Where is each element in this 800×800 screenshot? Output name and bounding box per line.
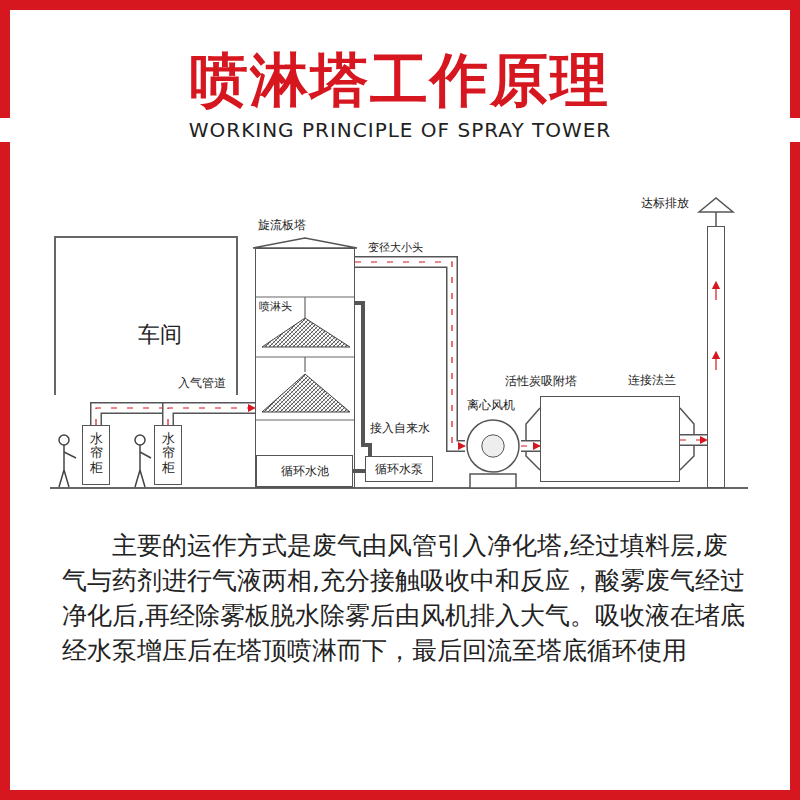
packing-layer xyxy=(262,374,350,412)
cabinet-box: 水帘柜 xyxy=(154,425,182,485)
connector-outline xyxy=(355,303,370,456)
connector-inner xyxy=(355,262,465,446)
node-heading: 离心风机 xyxy=(467,397,515,414)
node-label: 水帘柜 xyxy=(90,432,103,475)
fan-hub xyxy=(482,435,504,457)
air-duct xyxy=(680,440,707,441)
connector-outline xyxy=(355,262,465,446)
air-duct xyxy=(96,408,255,425)
fan-symbol xyxy=(465,418,521,474)
pump-box: 循环水泵 xyxy=(365,456,433,482)
flow-arrow xyxy=(168,408,255,425)
cabinet-box: 水帘柜 xyxy=(82,425,110,485)
chimney-cap xyxy=(699,198,733,212)
air-duct xyxy=(521,446,540,447)
node-heading: 旋流板塔 xyxy=(258,217,306,234)
adsorber-cone xyxy=(526,408,540,470)
connector-outline xyxy=(96,408,255,425)
tower-roof xyxy=(253,238,357,248)
node-label: 水帘柜 xyxy=(162,432,175,475)
chimney-stack: 达标排放 xyxy=(707,226,725,488)
caption: 主要的运作方式是废气由风管引入净化塔,经过填料层,废气与药剂进行气液两相,充分接… xyxy=(62,528,752,668)
flow-arrow xyxy=(96,408,255,425)
flow-arrow xyxy=(715,285,716,370)
node-heading: 达标排放 xyxy=(641,195,689,212)
water-pipe xyxy=(355,303,370,456)
chimney-stem xyxy=(715,212,717,226)
part-label: 变径大小头 xyxy=(368,240,423,255)
pool-box: 循环水池 xyxy=(256,455,353,487)
flow-arrow xyxy=(521,445,540,446)
node-heading: 活性炭吸附塔 xyxy=(505,373,577,390)
connector-outline xyxy=(168,408,255,425)
connector-inner xyxy=(680,436,707,445)
ground-line xyxy=(50,487,748,489)
workshop-wall xyxy=(55,237,237,395)
fan-housing xyxy=(467,420,519,472)
tower-box: 旋流板塔循环水池 xyxy=(255,248,355,488)
part-label: 入气管道 xyxy=(178,375,226,392)
packing-layer xyxy=(262,318,350,347)
air-duct xyxy=(168,408,255,425)
connector-inner xyxy=(521,442,540,451)
tower-dividers xyxy=(255,297,355,420)
flow-arrow xyxy=(680,439,707,440)
connector-outline xyxy=(680,434,707,446)
connector-inner xyxy=(96,408,255,425)
part-label: 喷淋头 xyxy=(259,299,292,314)
part-label: 连接法兰 xyxy=(628,372,676,389)
connector-inner xyxy=(168,408,255,425)
adsorber-box: 活性炭吸附塔 xyxy=(540,396,680,482)
title: 喷淋塔工作原理 xyxy=(0,42,800,120)
node-label: 循环水泵 xyxy=(375,461,423,478)
fan-shape: 离心风机 xyxy=(465,418,521,474)
subtitle: WORKING PRINCIPLE OF SPRAY TOWER xyxy=(0,118,800,142)
connector-outline xyxy=(521,440,540,452)
flow-arrow xyxy=(355,262,465,446)
fan-base xyxy=(470,474,516,488)
part-label: 接入自来水 xyxy=(370,420,430,437)
node-label: 循环水池 xyxy=(281,463,329,480)
area-label: 车间 xyxy=(138,320,182,350)
air-duct xyxy=(355,262,465,446)
